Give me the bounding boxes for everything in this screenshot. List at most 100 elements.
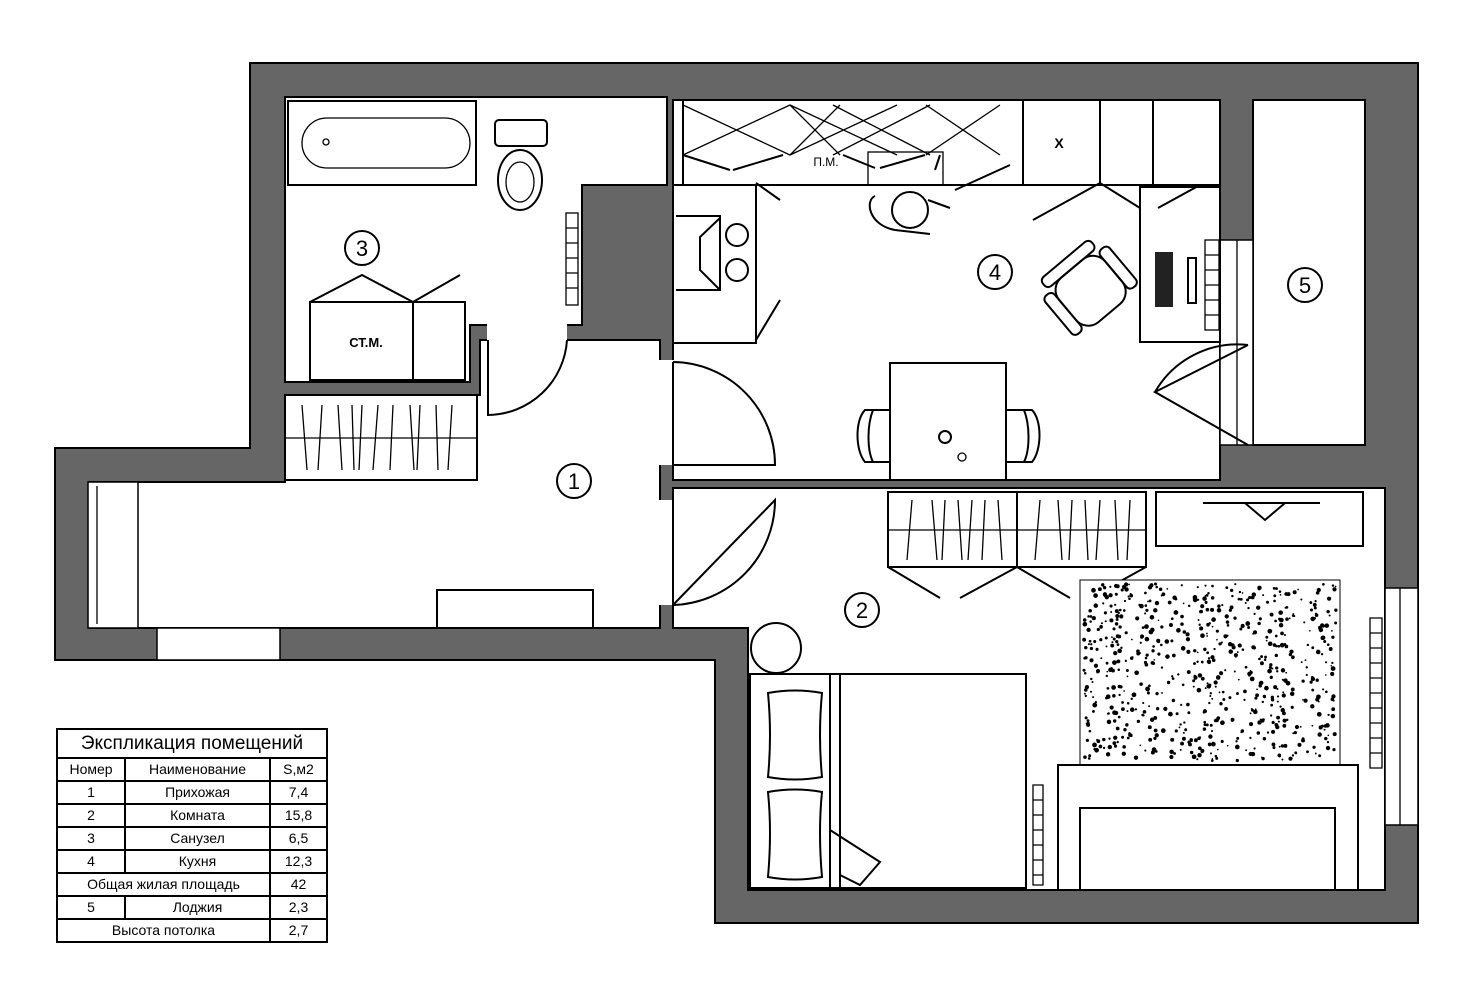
rug-speck xyxy=(1118,693,1121,697)
keyboard xyxy=(1155,252,1173,307)
rug-speck xyxy=(1290,687,1295,692)
hallway-floor xyxy=(89,339,661,629)
rug-speck xyxy=(1186,670,1191,675)
height-value: 2,7 xyxy=(269,918,328,943)
room-marker-5: 5 xyxy=(1287,267,1323,303)
rug-speck xyxy=(1318,754,1322,758)
cell-name: Прихожая xyxy=(124,780,271,805)
rug-speck xyxy=(1210,729,1214,733)
rug-speck xyxy=(1235,758,1239,763)
rug-speck xyxy=(1254,696,1258,700)
rug-speck xyxy=(1286,718,1289,722)
rug-speck xyxy=(1306,643,1310,647)
dining-table xyxy=(889,362,1007,481)
rug-speck xyxy=(1174,729,1178,733)
rug-speck xyxy=(1160,728,1166,734)
rug-speck xyxy=(1087,615,1090,618)
rug-speck xyxy=(1332,587,1337,592)
rug-speck xyxy=(1276,687,1279,691)
rug-speck xyxy=(1314,613,1319,617)
rug-speck xyxy=(1208,683,1212,687)
rug-speck xyxy=(1265,600,1270,604)
rug-speck xyxy=(1283,678,1288,683)
rug-speck xyxy=(1126,702,1130,705)
rug-speck xyxy=(1152,645,1155,648)
rug-speck xyxy=(1100,622,1103,625)
rug-speck xyxy=(1278,590,1282,593)
cell-number: 3 xyxy=(56,826,126,851)
rug-speck xyxy=(1330,697,1335,702)
rug-speck xyxy=(1116,643,1120,646)
rug-speck xyxy=(1093,663,1099,668)
rug-speck xyxy=(1096,670,1100,674)
rug-speck xyxy=(1084,716,1088,720)
rug-speck xyxy=(1092,696,1095,699)
rug-speck xyxy=(1168,623,1173,627)
rug-speck xyxy=(1321,624,1325,628)
rug-speck xyxy=(1155,585,1158,589)
rug-speck xyxy=(1275,666,1279,670)
rug-speck xyxy=(1226,624,1230,627)
rug-speck xyxy=(1126,710,1129,713)
rug-speck xyxy=(1103,611,1108,615)
rug-speck xyxy=(1211,625,1214,628)
rug-speck xyxy=(1210,607,1215,612)
rug-speck xyxy=(1316,711,1322,717)
rug-speck xyxy=(1185,632,1190,637)
rug-speck xyxy=(1127,595,1130,598)
rug-speck xyxy=(1237,597,1241,601)
rug-speck xyxy=(1234,583,1237,586)
rug-speck xyxy=(1207,657,1211,660)
rug-speck xyxy=(1215,756,1219,760)
rug-speck xyxy=(1281,711,1286,716)
rug-speck xyxy=(1279,594,1282,596)
rug-speck xyxy=(1193,662,1196,665)
rug-speck xyxy=(1207,742,1212,747)
washing-machine xyxy=(309,301,466,381)
rug-speck xyxy=(1082,618,1087,622)
rug-speck xyxy=(1129,707,1135,712)
rug-speck xyxy=(1228,696,1232,700)
rug-speck xyxy=(1109,604,1113,608)
rug-speck xyxy=(1112,741,1117,745)
rug-speck xyxy=(1141,713,1144,717)
rug-speck xyxy=(1090,677,1093,681)
rug-speck xyxy=(1309,629,1311,632)
rug-speck xyxy=(1311,646,1315,650)
rug-speck xyxy=(1139,744,1142,747)
rug-speck xyxy=(1262,594,1265,597)
rug-speck xyxy=(1297,742,1302,747)
rug-speck xyxy=(1107,744,1112,750)
cell-number: 2 xyxy=(56,803,126,828)
rug-speck xyxy=(1263,658,1267,662)
rug-speck xyxy=(1133,755,1139,760)
rug-speck xyxy=(1139,652,1142,654)
rug-speck xyxy=(1109,705,1114,710)
rug-speck xyxy=(1327,734,1330,737)
rug-speck xyxy=(1322,688,1325,691)
rug-speck xyxy=(1154,733,1159,738)
rug-speck xyxy=(1289,691,1295,697)
cell-area: 2,3 xyxy=(269,895,328,920)
rug-speck xyxy=(1209,752,1213,755)
rug-speck xyxy=(1248,595,1252,600)
rug-speck xyxy=(1128,597,1131,601)
rug-speck xyxy=(1139,682,1143,686)
rug-speck xyxy=(1324,623,1330,628)
rug-speck xyxy=(1228,649,1234,654)
rug-speck xyxy=(1154,750,1158,753)
rug-speck xyxy=(1225,586,1229,590)
rug-speck xyxy=(1309,601,1313,605)
rug-speck xyxy=(1112,719,1117,723)
rug-speck xyxy=(1134,670,1139,676)
rug-speck xyxy=(1131,692,1137,698)
rug-speck xyxy=(1303,621,1306,624)
rug-speck xyxy=(1144,662,1149,667)
rug-speck xyxy=(1233,616,1237,620)
rug-speck xyxy=(1180,584,1183,587)
rug-speck xyxy=(1110,643,1115,648)
rug-speck xyxy=(1084,688,1088,692)
rug-speck xyxy=(1269,612,1274,617)
rug-speck xyxy=(1139,603,1144,609)
